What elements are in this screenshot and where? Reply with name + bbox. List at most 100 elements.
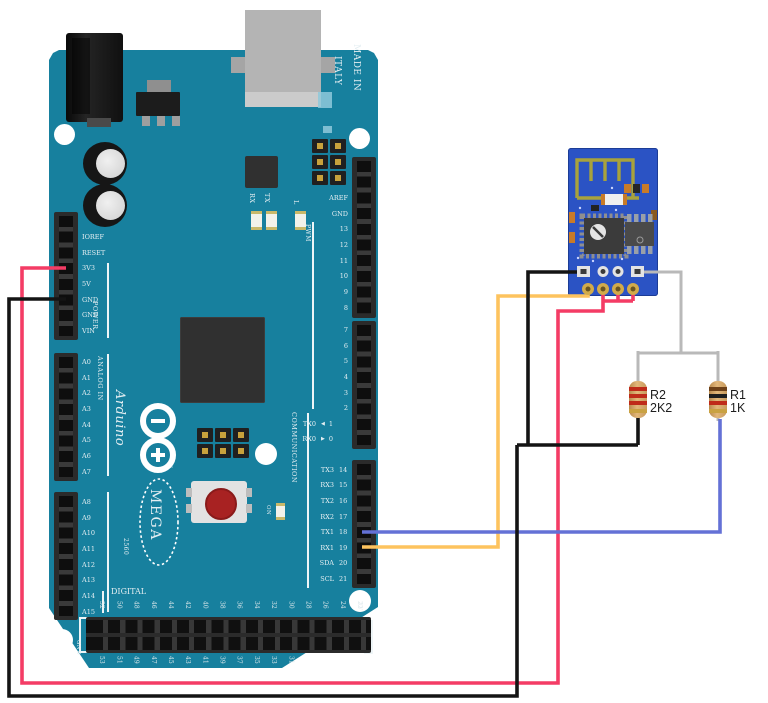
pin-label: 5 — [343, 357, 348, 366]
pin-label: TX3 — [320, 465, 334, 474]
power-pin-header[interactable] — [54, 212, 78, 340]
analog-a-pin-header[interactable] — [54, 353, 78, 481]
pin-label: IOREF — [82, 232, 105, 241]
comm-pin-row: TX3 14 — [312, 462, 347, 478]
button-tab — [246, 504, 252, 513]
digital-bus-row-top[interactable] — [86, 620, 371, 633]
resistor-r2-value: 2K2 — [650, 401, 673, 415]
usb-connector-base — [245, 92, 321, 107]
pin-label: TX0 — [302, 419, 316, 428]
usb-interface-chip[interactable] — [245, 156, 278, 188]
pin-label: 52 — [98, 601, 106, 609]
pin-number: 0 — [328, 435, 333, 444]
pin-label: TX2 — [320, 496, 334, 505]
pin-label: 37 — [235, 656, 243, 664]
pin-label: 34 — [252, 601, 260, 609]
resistor-r1[interactable] — [709, 381, 727, 418]
pin-label: 47 — [149, 656, 157, 664]
pin-label: TX1 — [320, 528, 334, 537]
pin-label: 49 — [132, 656, 140, 664]
digital-bracket-line — [102, 591, 104, 613]
barrel-jack[interactable] — [66, 33, 123, 122]
atmega2560-chip[interactable] — [180, 317, 265, 403]
analog-group-label: ANALOG IN — [96, 356, 104, 401]
analog-a-bracket-line — [107, 354, 109, 476]
esp-soc-pins — [579, 213, 629, 259]
voltage-regulator-tab — [147, 80, 171, 93]
comm-pin-labels: TX3 14 RX3 15 TX2 16 RX2 17 TX1 18 RX1 1… — [312, 462, 348, 587]
pin-number: 14 — [339, 465, 348, 474]
voltage-regulator[interactable] — [136, 92, 180, 116]
pin-label: A15 — [82, 607, 95, 616]
pin-label: 41 — [201, 656, 209, 664]
digital-bus-row-bottom[interactable] — [86, 637, 371, 650]
communication-pin-header[interactable] — [352, 460, 376, 588]
flash-chip — [625, 222, 654, 246]
pin-label: A12 — [82, 560, 95, 569]
usb-tab — [231, 57, 245, 73]
pin-label: 38 — [218, 601, 226, 609]
pin-label: AREF — [329, 193, 348, 202]
pin-label: GND — [331, 209, 348, 218]
pin-number: 15 — [339, 481, 348, 490]
mounting-hole — [255, 443, 277, 465]
pwm-group-label: PWM — [304, 224, 311, 242]
digital-group-label: DIGITAL — [111, 587, 147, 596]
pin-label: RX0 — [302, 435, 316, 444]
wire-blue-tx1[interactable] — [362, 419, 722, 534]
icsp-header[interactable] — [312, 139, 346, 185]
pin-label: 3 — [343, 388, 348, 397]
pin-label: A3 — [82, 404, 91, 413]
digital-pin-header[interactable] — [352, 321, 376, 449]
analog-b-bracket-line — [107, 492, 109, 612]
wire-gray-esp-to-resistors[interactable] — [636, 270, 720, 421]
pwm-pin-header[interactable] — [352, 157, 376, 318]
wire-yellow-rx1[interactable] — [362, 289, 590, 549]
pin-label: 48 — [132, 601, 140, 609]
pin-label: 50 — [115, 601, 123, 609]
pin-number: 16 — [339, 496, 348, 505]
regulator-leg — [157, 116, 165, 126]
pin-label: 31 — [287, 656, 295, 664]
resistor-r1-value: 1K — [730, 401, 746, 415]
l-led — [295, 211, 306, 230]
power-group-label: POWER — [91, 301, 99, 330]
wire-black-gnd[interactable] — [7, 270, 640, 698]
capacitor-top — [96, 149, 125, 178]
pwm-bracket-line — [312, 222, 314, 409]
pin-label: 53 — [98, 656, 106, 664]
pin-label: RX2 — [320, 512, 334, 521]
comm-pin-row: RX2 17 — [312, 509, 347, 525]
pin-label: 5V — [82, 279, 91, 288]
comm-pin-row: RX3 15 — [312, 478, 347, 494]
icsp1-header[interactable] — [197, 428, 249, 458]
pin-label: 12 — [339, 240, 348, 249]
pin-label: 40 — [201, 601, 209, 609]
wire-pink-3v3[interactable] — [20, 266, 635, 685]
pin-label: 44 — [166, 601, 174, 609]
usb-connector[interactable] — [245, 10, 321, 92]
resistor-r2[interactable] — [629, 381, 647, 418]
pin-label: 11 — [339, 256, 348, 265]
pin-label: A2 — [82, 389, 91, 398]
pin-label: 9 — [343, 287, 348, 296]
pin-label: 30 — [287, 601, 295, 609]
usb-tab — [321, 57, 335, 73]
pin-label: A11 — [82, 544, 95, 553]
mounting-hole — [51, 629, 73, 651]
reset-button-cap[interactable] — [205, 488, 237, 520]
solder-pad — [323, 126, 332, 133]
pin-label: 26 — [321, 601, 329, 609]
on-led-label: ON — [265, 505, 271, 516]
esp-pads — [577, 266, 644, 295]
pin-number: 1 — [328, 419, 333, 428]
arduino-logo — [140, 403, 176, 473]
serial-pin-row: TX0 ◀ 1 — [296, 416, 333, 432]
made-in-label: MADE IN — [351, 44, 361, 92]
flash-chip-legs — [627, 214, 653, 254]
analog-b-pin-header[interactable] — [54, 492, 78, 620]
mega-model-label: MEGA — [147, 489, 163, 541]
